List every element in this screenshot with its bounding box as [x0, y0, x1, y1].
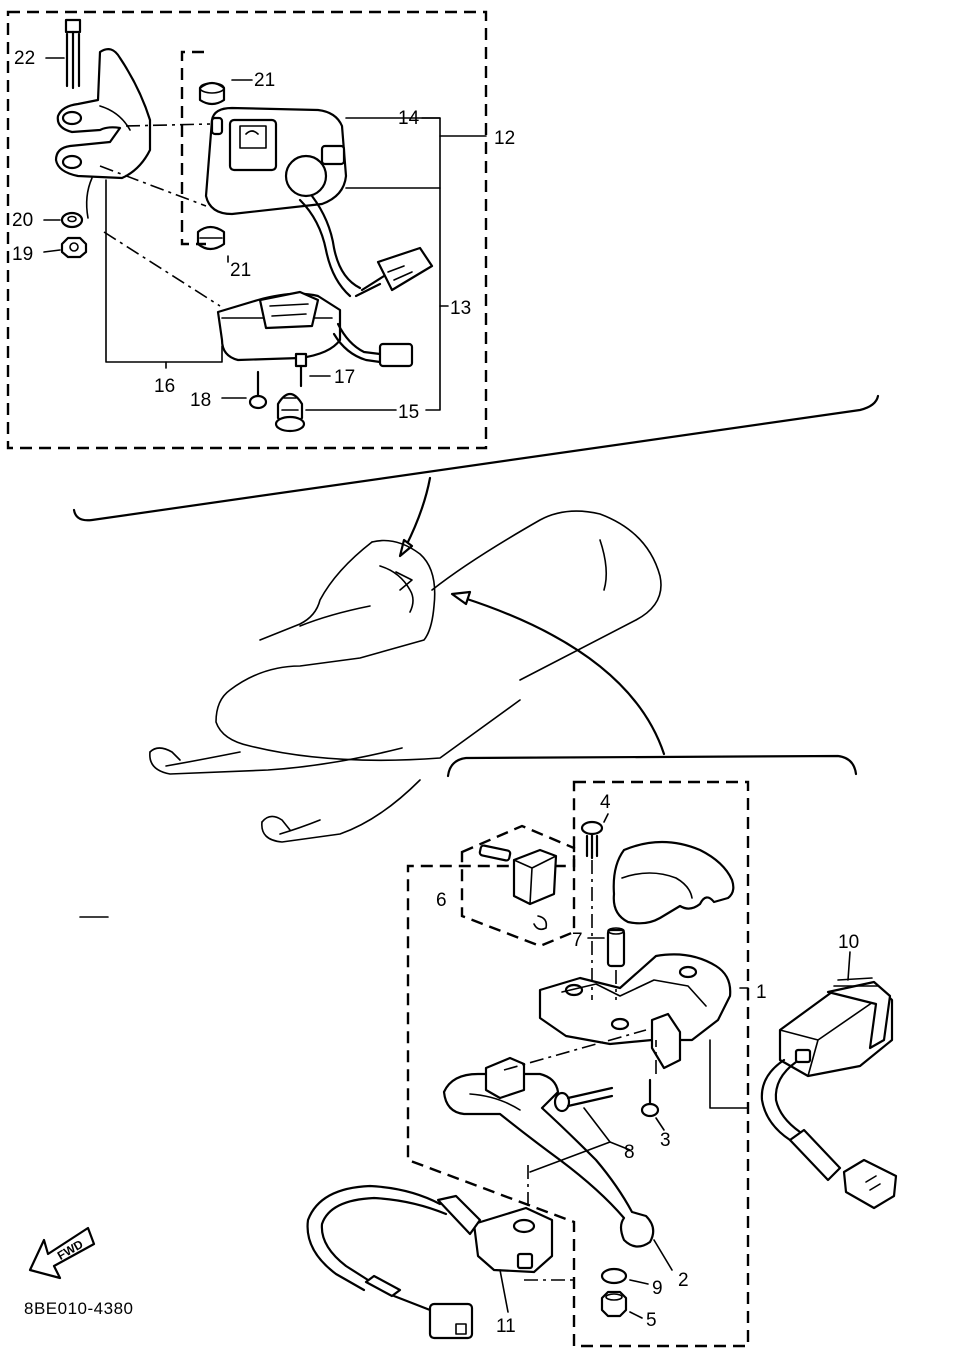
collar-7	[606, 927, 626, 968]
label-14: 14	[398, 108, 420, 129]
label-16: 16	[154, 376, 175, 397]
snowmobile-outline	[149, 510, 662, 843]
label-20: 20	[12, 210, 33, 231]
relay-module-14	[204, 106, 434, 298]
callout-arrow-top	[404, 476, 432, 548]
lower-assembly-dashed-boundary	[406, 780, 750, 1348]
label-10: 10	[838, 932, 859, 953]
diagram-code: 8BE010-4380	[24, 1299, 133, 1318]
screw-3	[640, 1078, 660, 1118]
label-3: 3	[660, 1130, 671, 1151]
label-18: 18	[190, 390, 211, 411]
label-9: 9	[652, 1278, 663, 1299]
upper-assembly-box	[6, 10, 488, 450]
brake-switch-11	[306, 1184, 554, 1340]
brake-lever-2	[442, 1056, 655, 1248]
label-21-top: 21	[254, 70, 275, 91]
label-1: 1	[756, 982, 767, 1003]
pivot-bolt-8	[553, 1086, 614, 1113]
washer-9	[600, 1267, 628, 1285]
label-21-bottom: 21	[230, 260, 251, 281]
screw-18	[248, 370, 268, 410]
label-13: 13	[450, 298, 471, 319]
label-11: 11	[496, 1316, 516, 1337]
lever-bracket-1	[538, 953, 732, 1070]
label-5: 5	[646, 1310, 657, 1331]
lever-guard-cover	[612, 840, 735, 925]
regulator-module-16	[216, 290, 414, 368]
label-22: 22	[14, 48, 35, 69]
pin-block-6	[478, 844, 558, 931]
label-15: 15	[398, 402, 419, 423]
forward-direction-arrow	[28, 1226, 96, 1280]
top-callout-bracket	[72, 394, 880, 522]
relay-module-10	[760, 977, 898, 1210]
bolt-22	[64, 18, 82, 90]
label-8: 8	[624, 1142, 635, 1163]
screw-17	[294, 352, 308, 388]
mounting-bracket	[54, 47, 152, 219]
washer-20	[60, 211, 84, 229]
label-2: 2	[678, 1270, 689, 1291]
grommet-15	[274, 392, 306, 433]
bolt-4	[580, 820, 604, 860]
lower-callout-bracket	[446, 754, 858, 778]
label-17: 17	[334, 367, 355, 388]
callout-arrow-lower	[462, 596, 666, 756]
group-6-dashed	[460, 824, 576, 948]
label-7: 7	[572, 930, 583, 951]
rubber-mount-21-bottom	[196, 225, 226, 251]
label-19: 19	[12, 244, 33, 265]
rubber-mount-21-top	[198, 81, 226, 106]
nut-5	[600, 1290, 628, 1318]
label-12: 12	[494, 128, 515, 149]
nut-19	[60, 236, 88, 259]
label-6: 6	[436, 890, 447, 911]
label-4: 4	[600, 792, 611, 813]
